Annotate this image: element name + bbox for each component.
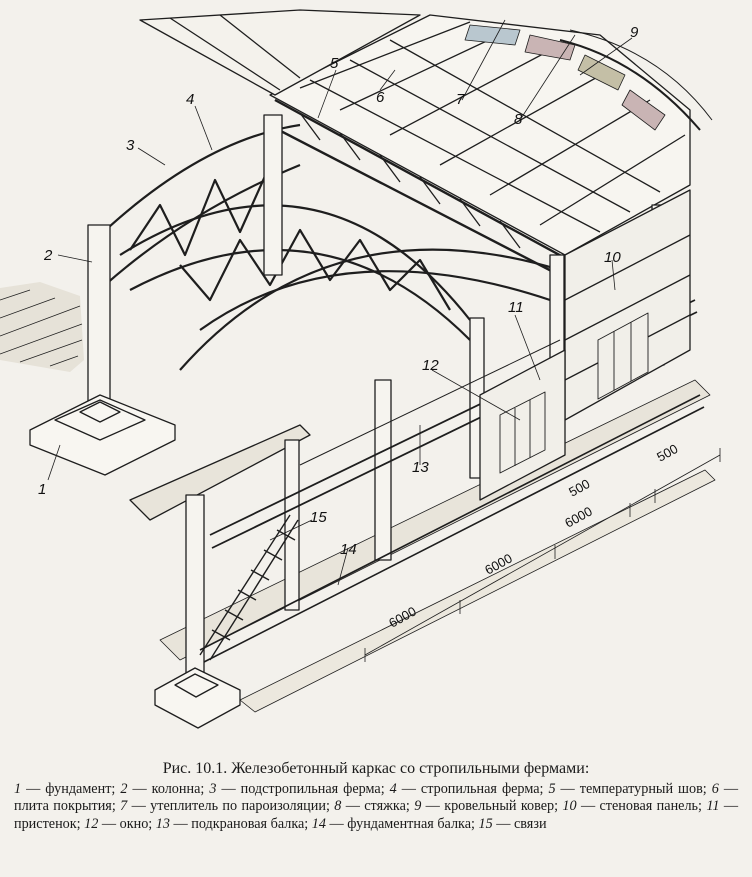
callout-12: 12 [422, 357, 439, 374]
callout-labels: 1 2 3 4 5 6 7 8 9 10 11 12 13 14 15 [38, 24, 639, 558]
legend-text: — стропильная ферма; [396, 780, 549, 797]
legend-text: — стеновая панель; [576, 798, 707, 815]
callout-14: 14 [340, 541, 357, 558]
dimension-lines [364, 448, 721, 662]
callout-4: 4 [186, 91, 194, 108]
bracing [199, 514, 299, 661]
legend-item-13: 13 — подкрановая балка; [156, 816, 312, 832]
legend-item-1: 1 — фундамент; [14, 781, 120, 797]
legend-number: 5 [548, 780, 556, 797]
legend-item-9: 9 — кровельный ковер; [414, 798, 562, 814]
caption-legend: 1 — фундамент; 2 — колонна; 3 — подстроп… [14, 781, 738, 834]
legend-item-2: 2 — колонна; [120, 781, 209, 797]
callout-1: 1 [38, 481, 46, 498]
callout-8: 8 [514, 111, 523, 128]
legend-text: — стяжка; [341, 798, 415, 815]
legend-text: — фундаментная балка; [325, 815, 479, 832]
callout-13: 13 [412, 459, 429, 476]
sub-rafter-truss [274, 98, 566, 280]
legend-text: — температурный шов; [555, 780, 712, 797]
legend-text: — подстропильная ферма; [216, 780, 390, 797]
legend-item-6: 6 — плита покрытия; [14, 781, 738, 815]
legend-number: 8 [334, 798, 342, 815]
legend-item-3: 3 — подстропильная ферма; [209, 781, 389, 797]
legend-text: — колонна; [127, 780, 210, 797]
legend-item-12: 12 — окно; [84, 816, 156, 832]
legend-number: 2 [120, 780, 128, 797]
callout-10: 10 [604, 249, 621, 266]
legend-number: 12 [84, 815, 99, 832]
legend-number: 3 [209, 780, 217, 797]
callout-9: 9 [630, 24, 639, 41]
figure-caption: Рис. 10.1. Железобетонный каркас со стро… [14, 760, 738, 833]
legend-item-14: 14 — фундаментная балка; [312, 816, 479, 832]
legend-item-5: 5 — температурный шов; [548, 781, 711, 797]
legend-number: 9 [414, 798, 422, 815]
legend-item-4: 4 — стропильная ферма; [390, 781, 549, 797]
legend-text: — подкрановая балка; [169, 815, 312, 832]
legend-number: 6 [711, 780, 719, 797]
legend-number: 4 [389, 780, 397, 797]
legend-number: 14 [311, 815, 326, 832]
ground-left-hatch [0, 282, 84, 372]
legend-text: — связи [492, 815, 547, 832]
legend-item-8: 8 — стяжка; [334, 798, 414, 814]
callout-11: 11 [508, 299, 524, 316]
roof-covering [269, 14, 713, 256]
legend-number: 15 [478, 815, 493, 832]
dimension-500-a: 500 [566, 476, 592, 500]
legend-text: — фундамент; [21, 780, 121, 797]
caption-title: Рис. 10.1. Железобетонный каркас со стро… [162, 760, 590, 777]
wall-panels [479, 189, 691, 501]
legend-text: — окно; [98, 815, 156, 832]
columns [87, 114, 665, 686]
legend-number: 7 [120, 798, 128, 815]
callout-15: 15 [310, 509, 327, 526]
legend-number: 11 [706, 798, 720, 815]
legend-number: 10 [562, 798, 577, 815]
callout-6: 6 [376, 89, 385, 106]
callout-2: 2 [43, 247, 53, 264]
legend-text: — пристенок; [14, 798, 739, 832]
legend-item-15: 15 — связи [479, 816, 547, 832]
legend-text: — утеплитель по пароизоляции; [127, 798, 335, 815]
legend-item-10: 10 — стеновая панель; [562, 798, 706, 814]
foundations [29, 394, 241, 729]
callout-3: 3 [126, 137, 135, 154]
frame-illustration: 1 2 3 4 5 6 7 8 9 10 11 12 13 14 15 6000… [0, 9, 721, 729]
dimension-500-b: 500 [654, 441, 680, 465]
legend-item-11: 11 — пристенок; [14, 798, 738, 832]
roof-left-fragment [139, 9, 421, 96]
legend-item-7: 7 — утеплитель по пароизоляции; [120, 798, 334, 814]
callout-7: 7 [456, 91, 465, 108]
foundation-beam [199, 394, 705, 663]
legend-number: 13 [155, 815, 170, 832]
callout-5: 5 [330, 55, 339, 72]
legend-text: — плита покрытия; [14, 780, 739, 815]
window [499, 312, 649, 474]
legend-number: 1 [14, 780, 22, 797]
legend-text: — кровельный ковер; [421, 798, 563, 815]
callout-leaders [47, 19, 633, 586]
